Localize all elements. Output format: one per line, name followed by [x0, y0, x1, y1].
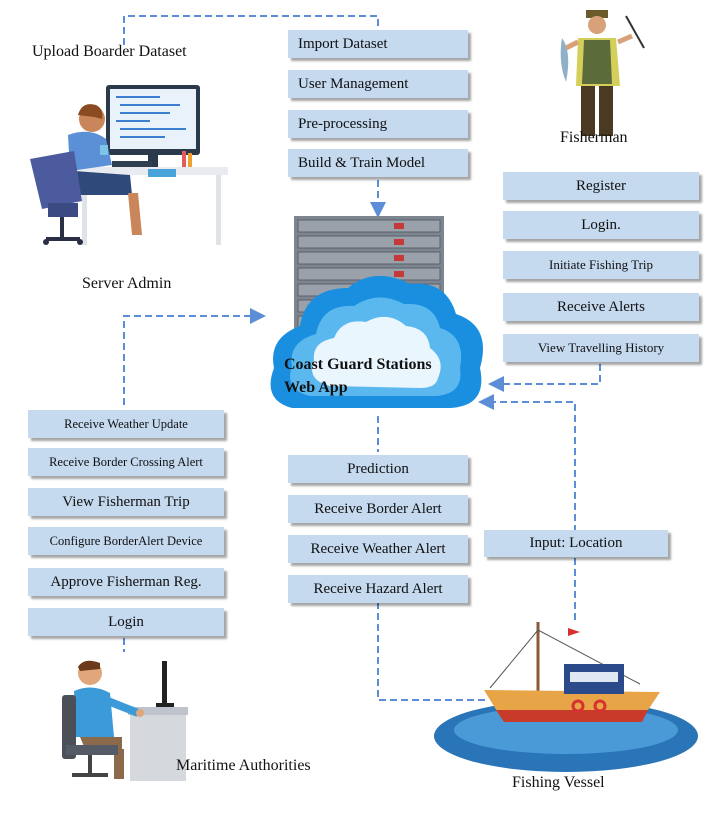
step-input-location: Input: Location [484, 530, 668, 557]
fishing-vessel-label: Fishing Vessel [512, 774, 605, 791]
step-authority-login: Login [28, 608, 224, 636]
authority-worker-icon [62, 660, 188, 781]
cloud-icon [270, 275, 483, 408]
step-initiate-fishing-trip: Initiate Fishing Trip [503, 251, 699, 279]
step-receive-weather-update: Receive Weather Update [28, 410, 224, 438]
connector-fisherman-to-cloud [488, 364, 601, 392]
fisherman-label: Fisherman [560, 129, 628, 146]
step-receive-weather-alert: Receive Weather Alert [288, 535, 468, 563]
upload-dataset-label: Upload Boarder Dataset [32, 43, 187, 60]
step-view-fisherman-trip: View Fisherman Trip [28, 488, 224, 516]
step-fisherman-login: Login. [503, 211, 699, 239]
step-view-travelling-history: View Travelling History [503, 334, 699, 362]
admin-computer-icon [30, 85, 228, 245]
step-build-train-model: Build & Train Model [288, 149, 468, 177]
cloud-title: Coast Guard Stations Web App [284, 353, 432, 399]
step-pre-processing: Pre-processing [288, 110, 468, 138]
step-receive-hazard-alert: Receive Hazard Alert [288, 575, 468, 603]
step-receive-border-crossing-alert: Receive Border Crossing Alert [28, 448, 224, 476]
server-admin-label: Server Admin [82, 275, 172, 292]
step-receive-border-alert: Receive Border Alert [288, 495, 468, 523]
connector-admin-to-dataset [123, 15, 379, 45]
connector-input-to-cloud [478, 394, 576, 532]
step-register: Register [503, 172, 699, 200]
server-cloud-icon [270, 216, 483, 408]
step-approve-fisherman-reg: Approve Fisherman Reg. [28, 568, 224, 596]
step-configure-borderalert-device: Configure BorderAlert Device [28, 527, 224, 555]
step-prediction: Prediction [288, 455, 468, 483]
step-receive-alerts: Receive Alerts [503, 293, 699, 321]
cloud-title-line2: Web App [284, 379, 348, 396]
connector-vessel-steps-to-boat [377, 602, 488, 701]
fishing-boat-icon [434, 622, 698, 772]
step-import-dataset: Import Dataset [288, 30, 468, 58]
step-user-management: User Management [288, 70, 468, 98]
fisherman-person-icon [560, 10, 645, 136]
connector-authorities-to-cloud [123, 308, 266, 405]
maritime-authorities-label: Maritime Authorities [176, 757, 311, 774]
cloud-title-line1: Coast Guard Stations [284, 356, 432, 373]
